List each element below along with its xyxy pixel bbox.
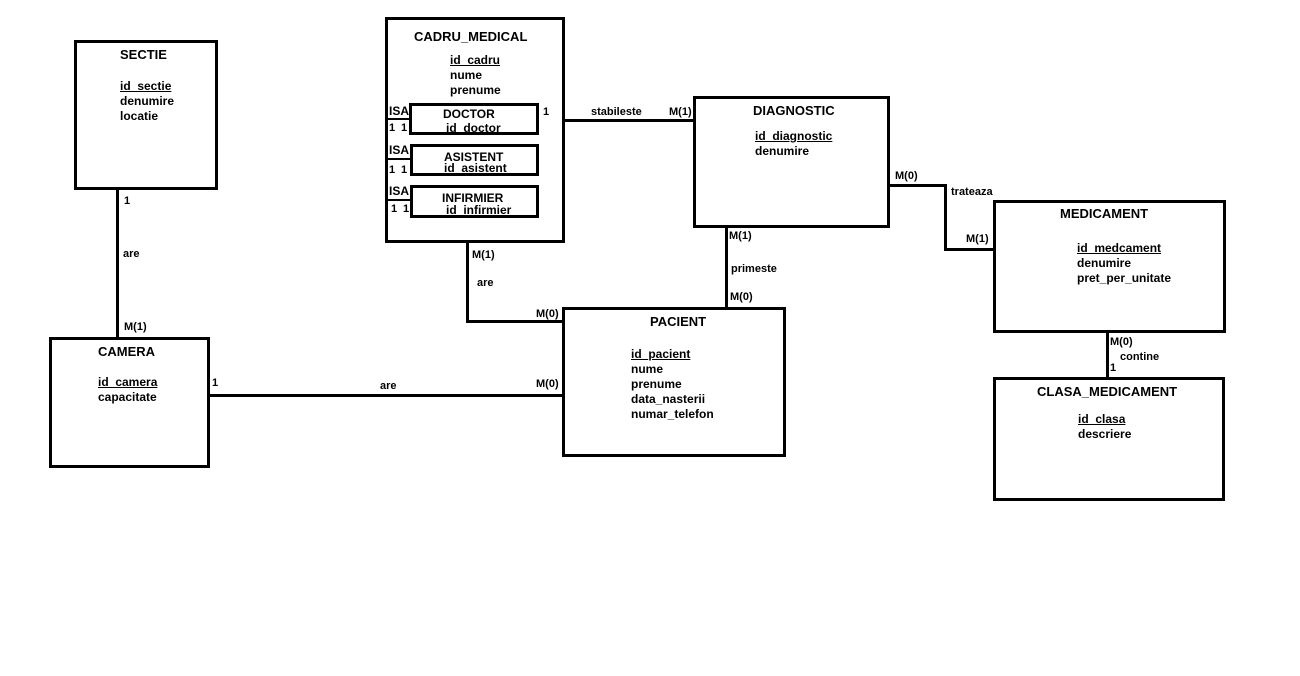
entity-pacient-pk: id_pacient xyxy=(631,347,691,361)
entity-cadru-medical-pk: id_cadru xyxy=(450,53,501,67)
line-diagnostic-pacient xyxy=(725,227,728,309)
entity-pacient-attr: numar_telefon xyxy=(631,407,714,421)
entity-sectie-title: SECTIE xyxy=(120,47,167,62)
entity-clasa-medicament-title: CLASA_MEDICAMENT xyxy=(1037,384,1178,399)
entity-sectie-attr: denumire xyxy=(120,94,175,108)
isa-connector xyxy=(388,199,410,201)
entity-medicament-attr: denumire xyxy=(1077,256,1132,270)
entity-sectie-pk: id_sectie xyxy=(120,79,172,93)
cardinality-label: M(1) xyxy=(124,321,147,333)
isa-label: ISA xyxy=(389,184,410,198)
line-sectie-camera xyxy=(116,189,119,338)
cardinality-label: 1 xyxy=(124,195,131,207)
cardinality-label: 1 xyxy=(1110,362,1117,374)
subtype-infirmier[interactable]: INFIRMIER id_infirmier xyxy=(410,185,539,218)
isa-label: ISA xyxy=(389,104,410,118)
isa-connector xyxy=(388,158,410,160)
entity-diagnostic-pk: id_diagnostic xyxy=(755,129,833,143)
entity-pacient-title: PACIENT xyxy=(650,314,707,329)
line-doctor-diagnostic xyxy=(537,119,695,122)
subtype-infirmier-title: INFIRMIER xyxy=(442,191,504,205)
relation-label: contine xyxy=(1120,351,1160,363)
entity-camera-title: CAMERA xyxy=(98,344,156,359)
entity-cadru-medical-title: CADRU_MEDICAL xyxy=(414,29,528,44)
cardinality-label: M(1) xyxy=(472,249,495,261)
relation-label: are xyxy=(477,277,494,289)
cardinality-label: 1 xyxy=(543,106,550,118)
entity-medicament-pk: id_medcament xyxy=(1077,241,1162,255)
subtype-cardinality: 1 xyxy=(401,122,408,134)
entity-cadru-medical-attr: prenume xyxy=(450,83,501,97)
line-diagnostic-medicament-h2 xyxy=(944,248,995,251)
cardinality-label: M(0) xyxy=(536,308,559,320)
subtype-asistent-pk: id_asistent xyxy=(444,161,507,175)
entity-sectie[interactable] xyxy=(74,40,218,190)
line-camera-pacient xyxy=(208,394,564,397)
subtype-cardinality: 1 xyxy=(389,164,396,176)
cardinality-label: 1 xyxy=(212,377,219,389)
subtype-cardinality: 1 xyxy=(401,164,408,176)
line-diagnostic-medicament-v xyxy=(944,184,947,251)
entity-clasa-medicament-attr: descriere xyxy=(1078,427,1132,441)
cardinality-label: M(0) xyxy=(1110,336,1133,348)
entity-cadru-medical-attr: nume xyxy=(450,68,483,82)
line-diagnostic-medicament-h1 xyxy=(889,184,947,187)
isa-connector xyxy=(388,118,410,120)
entity-medicament[interactable] xyxy=(993,200,1226,333)
entity-camera-attr: capacitate xyxy=(98,390,157,404)
entity-diagnostic-title: DIAGNOSTIC xyxy=(753,103,835,118)
entity-camera-pk: id_camera xyxy=(98,375,158,389)
line-cadru-pacient-h xyxy=(466,320,564,323)
subtype-doctor-pk: id_doctor xyxy=(446,121,501,135)
relation-label: are xyxy=(123,248,140,260)
cardinality-label: M(1) xyxy=(669,106,692,118)
entity-medicament-title: MEDICAMENT xyxy=(1060,206,1149,221)
relation-label: trateaza xyxy=(951,186,993,198)
entity-clasa-medicament-pk: id_clasa xyxy=(1078,412,1126,426)
subtype-asistent-title: ASISTENT xyxy=(444,150,504,164)
subtype-asistent[interactable]: ASISTENT id_asistent xyxy=(410,144,539,176)
cardinality-label: M(1) xyxy=(966,233,989,245)
entity-pacient[interactable] xyxy=(562,307,786,457)
relation-label: are xyxy=(380,380,397,392)
entity-clasa-medicament[interactable] xyxy=(993,377,1225,501)
cardinality-label: M(0) xyxy=(895,170,918,182)
entity-medicament-attr: pret_per_unitate xyxy=(1077,271,1172,285)
relation-label: stabileste xyxy=(591,106,642,118)
entity-diagnostic-attr: denumire xyxy=(755,144,810,158)
line-cadru-pacient-v xyxy=(466,241,469,323)
subtype-cardinality: 1 xyxy=(403,203,410,215)
subtype-cardinality: 1 xyxy=(391,203,398,215)
cardinality-label: M(0) xyxy=(730,291,753,303)
relation-label: primeste xyxy=(731,263,777,275)
entity-pacient-attr: prenume xyxy=(631,377,682,391)
subtype-infirmier-pk: id_infirmier xyxy=(446,203,512,217)
entity-camera[interactable] xyxy=(49,337,210,468)
cardinality-label: M(1) xyxy=(729,230,752,242)
entity-pacient-attr: nume xyxy=(631,362,664,376)
subtype-doctor[interactable]: DOCTOR id_doctor xyxy=(409,103,539,135)
cardinality-label: M(0) xyxy=(536,378,559,390)
entity-pacient-attr: data_nasterii xyxy=(631,392,706,406)
isa-label: ISA xyxy=(389,143,410,157)
subtype-cardinality: 1 xyxy=(389,122,396,134)
subtype-doctor-title: DOCTOR xyxy=(443,107,495,121)
line-medicament-clasa xyxy=(1106,331,1109,379)
entity-diagnostic[interactable] xyxy=(693,96,890,228)
entity-sectie-attr: locatie xyxy=(120,109,159,123)
